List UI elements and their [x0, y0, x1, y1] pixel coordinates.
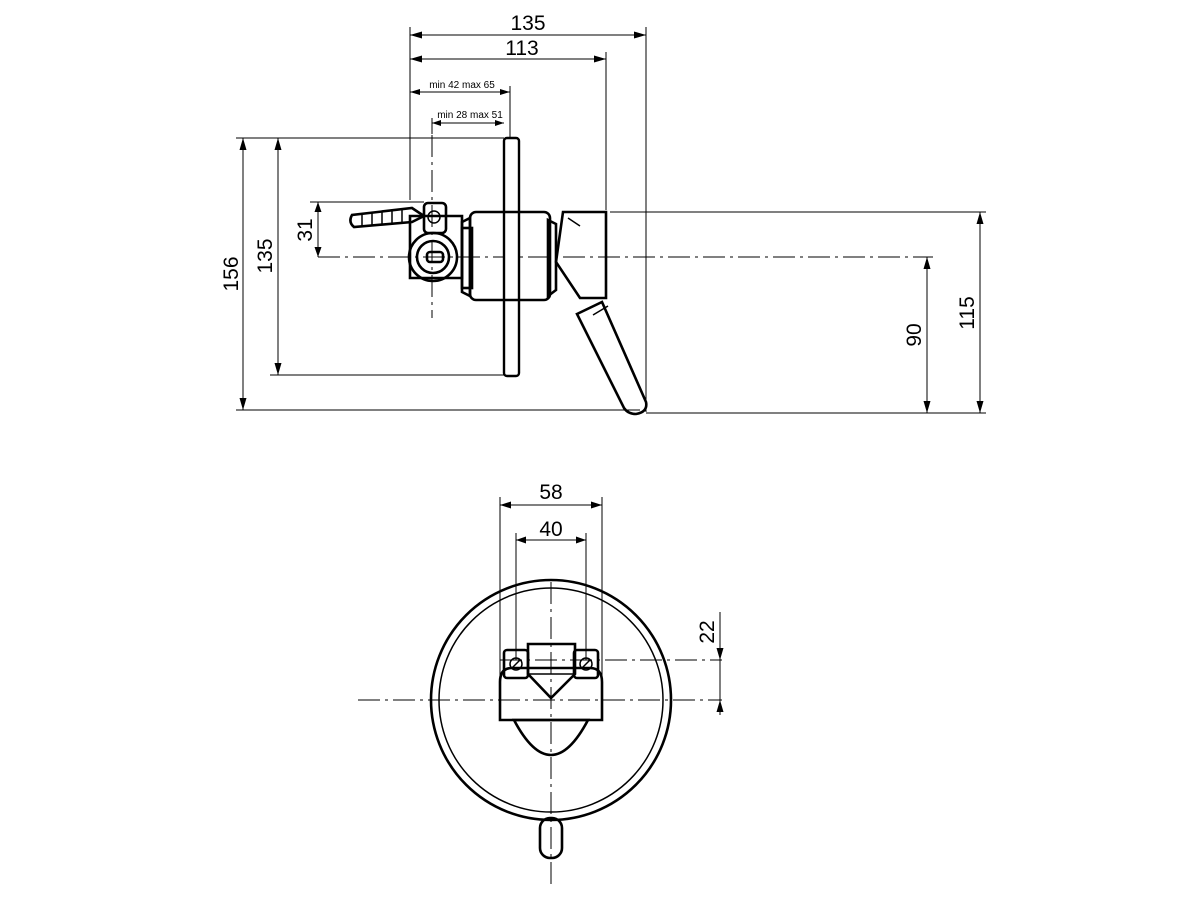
valve-body [407, 201, 474, 299]
dim-depth-to-lever: 113 [505, 37, 538, 60]
handle-hub [554, 210, 608, 300]
front-handle-stem [538, 816, 564, 860]
dim-axis-to-tip: 90 [903, 323, 926, 346]
escutcheon-outer [429, 578, 673, 822]
dim-inner-width: 40 [539, 518, 562, 541]
dim-wall-range-a: min 42 max 65 [429, 80, 495, 91]
dim-wall-range-b: min 28 max 51 [437, 110, 503, 121]
dim-offset: 31 [294, 218, 317, 241]
escutcheon-body [468, 210, 552, 302]
escutcheon-inner [438, 587, 664, 813]
dim-outer-width: 58 [539, 481, 562, 504]
handle-lever [575, 300, 648, 416]
dim-plate-height: 135 [254, 238, 277, 273]
dim-total-depth: 135 [510, 12, 545, 35]
front-view: 58 40 22 [358, 481, 724, 888]
dim-top-to-tip: 115 [956, 296, 979, 329]
side-view: 135 113 min 42 max 65 min 28 max 51 31 1… [220, 12, 986, 416]
dim-vertical-offset: 22 [696, 620, 719, 643]
wall-plate [502, 136, 521, 378]
cartridge-lever [349, 206, 427, 229]
dim-overall-height: 156 [220, 256, 243, 291]
